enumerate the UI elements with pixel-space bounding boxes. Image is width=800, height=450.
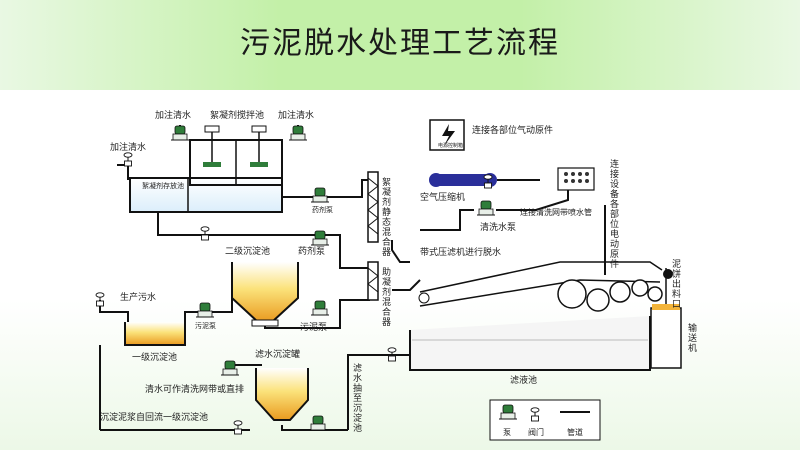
label-add-water-3: 加注清水: [110, 141, 146, 153]
vertical-labels: 絮凝剂静态混合器 助凝剂混合器 连接设备各部位电动原件 泥饼出料口 输送机 滤水…: [353, 158, 697, 434]
label-sediment-return: 沉淀泥浆自回流一级沉淀池: [100, 411, 208, 423]
pump-icon-1: [170, 125, 190, 141]
label-belt-press: 带式压滤机进行脱水: [420, 246, 501, 258]
pipe-clean-to-press: [420, 209, 474, 231]
legend-valve-label: 阀门: [528, 427, 544, 437]
dosing-pump-icon-2: [310, 230, 330, 246]
valve-icon-2: [200, 226, 210, 241]
page-title: 污泥脱水处理工艺流程: [240, 26, 560, 61]
label-sludge-pump: 污泥泵: [300, 321, 327, 333]
pneumatic-panel: [557, 167, 595, 191]
label-filtrate-pump-to: 滤水抽至沉淀池: [353, 362, 362, 434]
cake-conveyor: [650, 268, 682, 369]
pump-icon-2: [288, 125, 308, 141]
diagram-labels: 加注清水 絮凝剂搅拌池 加注清水 加注清水 絮凝剂存放池 药剂泵 连接各部位气动…: [100, 109, 592, 423]
label-raw-sewage: 生产污水: [120, 291, 156, 303]
legend-pipe-label: 管道: [567, 427, 583, 437]
primary-clarifier: [124, 322, 186, 346]
label-clean-water-reuse: 清水可作清洗网带或直排: [145, 383, 244, 395]
label-mix-tank: 絮凝剂搅拌池: [210, 109, 264, 121]
title-banner: [0, 0, 800, 90]
pipe-aid-to-press: [392, 279, 421, 291]
filtrate-settling-tank: [255, 368, 309, 421]
filtrate-pump-icon: [220, 360, 240, 376]
label-storage-tank: 絮凝剂存放池: [142, 181, 184, 190]
label-add-water-1: 加注清水: [155, 109, 191, 121]
valve-icon-1: [123, 152, 133, 167]
label-connect-electric: 连接设备各部位电动原件: [610, 158, 619, 270]
sludge-pump-icon: [195, 302, 215, 318]
label-filtrate-tank: 滤液池: [510, 374, 537, 386]
valve-icon-3: [95, 292, 105, 307]
pipe-dosing-loop: [157, 210, 370, 269]
secondary-clarifier: [231, 262, 299, 327]
label-air-compressor: 空气压缩机: [420, 191, 465, 203]
belt-press: [418, 261, 673, 312]
label-clean-water-pump: 清洗水泵: [480, 221, 516, 233]
return-pump-icon: [308, 415, 328, 431]
flocculant-storage-tank: [129, 139, 283, 213]
sludge-pump-icon-2: [310, 300, 330, 316]
aid-mixer: [367, 261, 379, 301]
legend-pump-label: 泵: [503, 428, 511, 437]
pipe-sewage-in: [99, 300, 129, 322]
label-cake-outlet: 泥饼出料口: [672, 259, 681, 310]
control-box: [429, 119, 465, 151]
label-control-box: 电源控制箱: [438, 142, 463, 149]
pipe-filtrate-out: [347, 354, 410, 430]
pipe-storage-out: [282, 179, 370, 198]
label-secondary-clarifier: 二级沉淀池: [225, 245, 270, 257]
label-sludge-pump-small: 污泥泵: [195, 322, 216, 330]
label-primary-clarifier: 一级沉淀池: [132, 351, 177, 363]
label-conveyor: 输送机: [688, 322, 697, 354]
filtrate-tank: [409, 316, 651, 371]
label-connect-flush: 连接清洗网带喷水管: [520, 207, 592, 217]
pipe-static-to-press: [391, 240, 410, 263]
label-static-mixer: 絮凝剂静态混合器: [382, 176, 391, 258]
mixer-agitators: [203, 125, 268, 167]
label-settling-tank: 滤水沉淀罐: [255, 348, 300, 360]
label-aid-mixer: 助凝剂混合器: [382, 266, 391, 328]
label-add-water-2: 加注清水: [278, 109, 314, 121]
pipe-water-1: [117, 164, 129, 180]
dosing-pump-icon: [310, 187, 330, 203]
valve-icon-6: [233, 420, 243, 435]
legend: 泵 阀门 管道: [489, 399, 601, 441]
label-dosing-pump-small: 药剂泵: [312, 205, 333, 214]
label-dosing-pump: 药剂泵: [298, 245, 325, 257]
clean-water-pump-icon: [476, 200, 496, 216]
label-connect-pneumatic: 连接各部位气动原件: [472, 124, 553, 136]
static-mixer: [367, 171, 379, 243]
